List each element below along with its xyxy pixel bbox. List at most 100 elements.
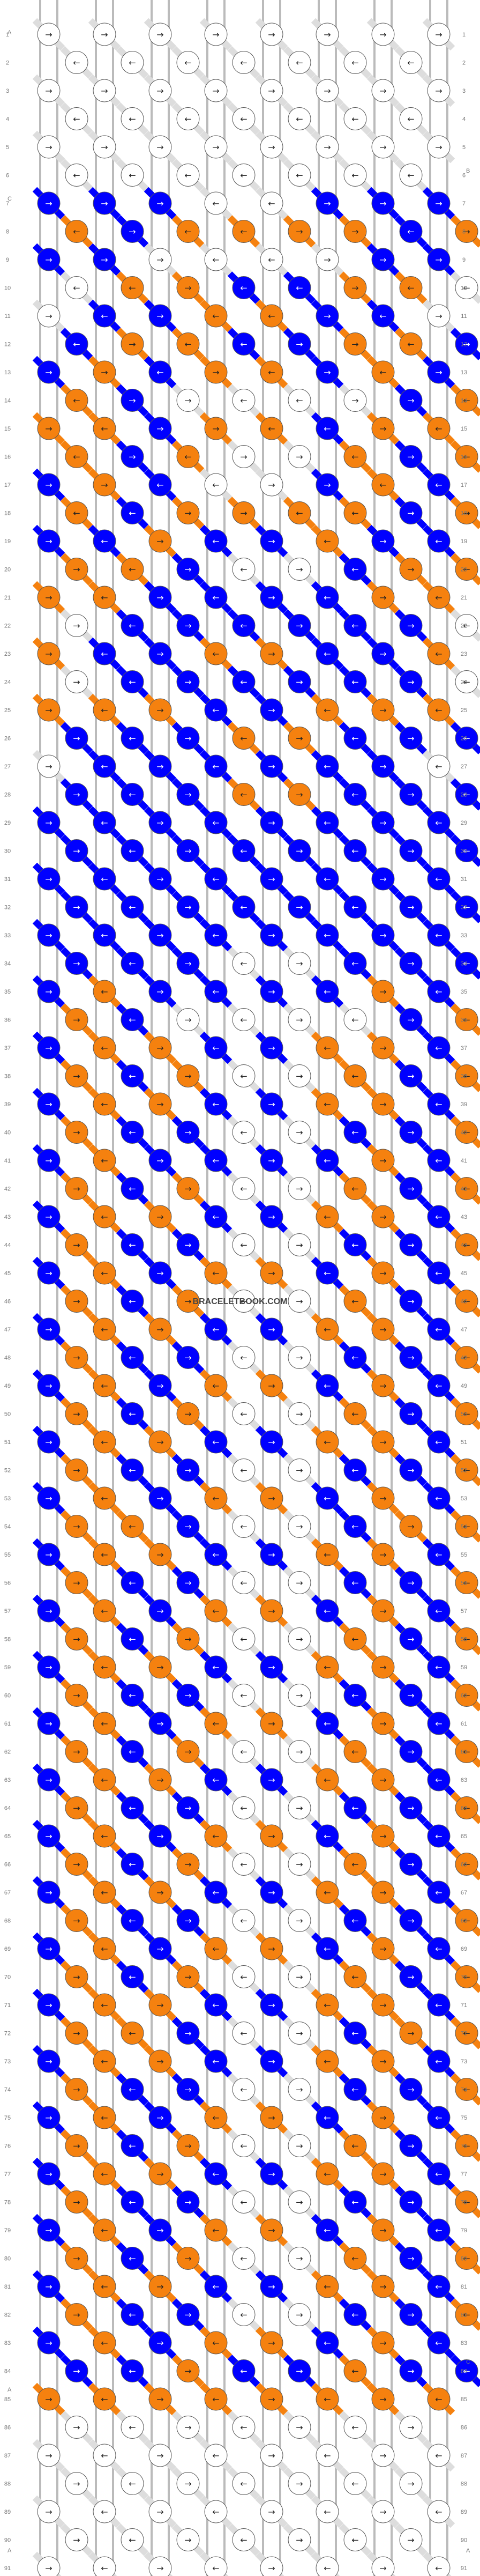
forward-arrow-icon: →: [296, 677, 303, 687]
knot: [455, 952, 478, 975]
row-number: 55: [461, 1552, 467, 1558]
row-number: 23: [461, 651, 467, 657]
knot: [204, 2275, 228, 2298]
backward-arrow-icon: ←: [129, 283, 136, 293]
backward-arrow-icon: ←: [407, 339, 414, 350]
backward-arrow-icon: ←: [351, 2141, 358, 2151]
knot: [121, 1402, 144, 1425]
knot: [399, 670, 423, 693]
knot: [232, 2359, 256, 2382]
forward-arrow-icon: →: [184, 734, 191, 744]
knot: [204, 2387, 228, 2411]
backward-arrow-icon: ←: [296, 114, 303, 124]
forward-arrow-icon: →: [435, 311, 442, 321]
backward-arrow-icon: ←: [101, 1212, 108, 1222]
knot: [399, 276, 423, 299]
forward-arrow-icon: →: [45, 1043, 52, 1053]
knot: [399, 727, 423, 750]
forward-arrow-icon: →: [268, 1775, 275, 1785]
row-number: 14: [461, 398, 467, 404]
forward-arrow-icon: →: [435, 86, 442, 96]
backward-arrow-icon: ←: [240, 1972, 247, 1982]
knot: [316, 1261, 339, 1285]
knot: [399, 1965, 423, 1988]
forward-arrow-icon: →: [324, 480, 331, 490]
backward-arrow-icon: ←: [212, 2056, 219, 2067]
forward-arrow-icon: →: [407, 1860, 414, 1870]
knot: [65, 1684, 88, 1707]
knot: [93, 248, 116, 271]
forward-arrow-icon: →: [379, 198, 386, 209]
knot: [399, 2190, 423, 2214]
backward-arrow-icon: ←: [324, 2113, 331, 2123]
backward-arrow-icon: ←: [212, 1550, 219, 1560]
knot: [37, 2162, 61, 2186]
forward-arrow-icon: →: [268, 2338, 275, 2348]
forward-arrow-icon: →: [268, 930, 275, 941]
knot: [204, 529, 228, 553]
backward-arrow-icon: ←: [101, 1156, 108, 1166]
knot: [427, 23, 451, 46]
knot: [121, 220, 144, 243]
backward-arrow-icon: ←: [212, 1381, 219, 1391]
row-number: 25: [4, 707, 11, 714]
knot: [204, 1374, 228, 1397]
knot: [316, 23, 339, 46]
row-number: 50: [461, 1411, 467, 1418]
knot: [204, 1092, 228, 1116]
knot: [176, 895, 200, 919]
backward-arrow-icon: ←: [73, 171, 80, 181]
forward-arrow-icon: →: [45, 1775, 52, 1785]
backward-arrow-icon: ←: [435, 2169, 442, 2179]
backward-arrow-icon: ←: [463, 283, 470, 293]
backward-arrow-icon: ←: [351, 846, 358, 856]
knot: [288, 727, 311, 750]
row-number: 81: [4, 2284, 11, 2290]
forward-arrow-icon: →: [73, 1803, 80, 1813]
knot: [288, 1627, 311, 1650]
forward-arrow-icon: →: [45, 424, 52, 434]
knot: [93, 1824, 116, 1848]
forward-arrow-icon: →: [45, 2394, 52, 2404]
forward-arrow-icon: →: [407, 621, 414, 631]
forward-arrow-icon: →: [156, 761, 163, 772]
knot: [316, 1430, 339, 1454]
knot: [204, 1543, 228, 1566]
forward-arrow-icon: →: [45, 1719, 52, 1729]
knot: [399, 2359, 423, 2382]
backward-arrow-icon: ←: [463, 1240, 470, 1250]
knot: [121, 107, 144, 130]
knot: [455, 1233, 478, 1256]
row-number: 16: [4, 454, 11, 461]
knot: [37, 2500, 61, 2523]
knot: [176, 107, 200, 130]
forward-arrow-icon: →: [296, 1691, 303, 1701]
knot: [65, 2528, 88, 2551]
row-number: 88: [461, 2481, 467, 2488]
knot: [93, 2106, 116, 2129]
row-number: 35: [4, 989, 11, 995]
forward-arrow-icon: →: [296, 2366, 303, 2377]
backward-arrow-icon: ←: [351, 1240, 358, 1250]
knot: [93, 2387, 116, 2411]
row-number: 20: [4, 567, 11, 573]
knot: [399, 2078, 423, 2101]
row-number: 65: [4, 1833, 11, 1840]
backward-arrow-icon: ←: [101, 1944, 108, 1954]
knot: [371, 1599, 395, 1623]
forward-arrow-icon: →: [296, 959, 303, 969]
backward-arrow-icon: ←: [101, 1381, 108, 1391]
backward-arrow-icon: ←: [240, 902, 247, 913]
row-number: 43: [461, 1214, 467, 1220]
backward-arrow-icon: ←: [351, 1803, 358, 1813]
backward-arrow-icon: ←: [268, 255, 275, 265]
knot: [288, 276, 311, 299]
knot: [343, 2472, 367, 2495]
knot: [455, 895, 478, 919]
knot: [288, 670, 311, 693]
forward-arrow-icon: →: [407, 2479, 414, 2489]
forward-arrow-icon: →: [45, 1212, 52, 1222]
forward-arrow-icon: →: [184, 2141, 191, 2151]
backward-arrow-icon: ←: [351, 734, 358, 744]
forward-arrow-icon: →: [184, 283, 191, 293]
